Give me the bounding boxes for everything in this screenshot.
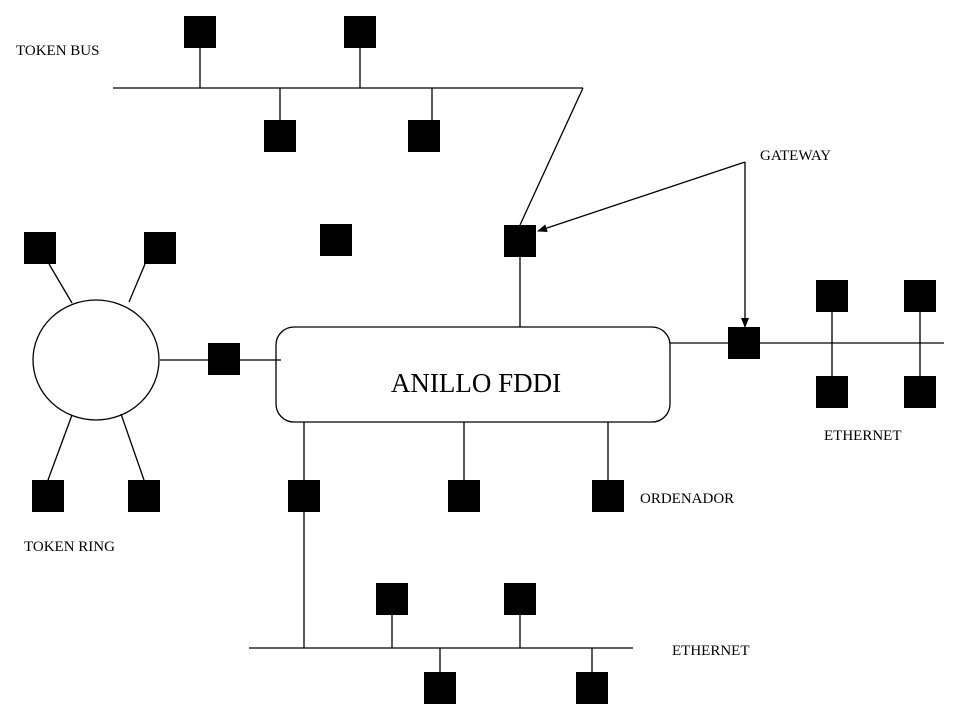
ethernet-right-node[interactable] — [904, 280, 936, 312]
token-ring-node[interactable] — [32, 480, 64, 512]
ethernet-right-node[interactable] — [904, 376, 936, 408]
ethernet-bottom-node[interactable] — [424, 672, 456, 704]
token-ring-label: TOKEN RING — [24, 539, 115, 555]
fddi-stations — [288, 422, 624, 512]
ethernet-right-label: ETHERNET — [824, 428, 901, 444]
ethernet-bottom-node[interactable] — [576, 672, 608, 704]
token-bus-node[interactable] — [344, 16, 376, 48]
token-ring-node[interactable] — [128, 480, 160, 512]
gateway-label: GATEWAY — [760, 148, 831, 164]
token-bus-label: TOKEN BUS — [16, 43, 99, 59]
ethernet-right-node[interactable] — [816, 376, 848, 408]
gateway-node-token-bus[interactable] — [504, 225, 536, 257]
token-bus-gateway-link — [519, 87, 584, 226]
ethernet-bottom-label: ETHERNET — [672, 643, 749, 659]
fddi-computer-node[interactable] — [592, 480, 624, 512]
token-bus-node[interactable] — [264, 120, 296, 152]
fddi-ring-label: ANILLO FDDI — [391, 368, 561, 398]
gateway-arrow — [537, 161, 746, 232]
token-ring-stub — [120, 413, 145, 481]
token-ring-stub — [128, 263, 146, 303]
fddi-computer-node[interactable] — [448, 480, 480, 512]
token-ring-stub — [48, 263, 73, 304]
token-ring-circle[interactable] — [32, 299, 160, 421]
ethernet-bottom-network — [249, 512, 633, 704]
token-ring-stub — [47, 414, 73, 481]
token-bus-node[interactable] — [408, 120, 440, 152]
ethernet-right-node[interactable] — [816, 280, 848, 312]
ethernet-bottom-node[interactable] — [504, 583, 536, 615]
token-ring-node[interactable] — [24, 232, 56, 264]
gateway-node-token-ring[interactable] — [208, 343, 240, 375]
standalone-node[interactable] — [320, 224, 352, 256]
ethernet-bottom-node[interactable] — [376, 583, 408, 615]
token-ring-node[interactable] — [144, 232, 176, 264]
token-bus-node[interactable] — [184, 16, 216, 48]
gateway-node-ethernet[interactable] — [728, 327, 760, 359]
token-bus-network — [113, 16, 584, 226]
gateway-node-ethernet-bottom[interactable] — [288, 480, 320, 512]
token-ring-network — [24, 232, 281, 512]
fddi-ring-box[interactable] — [275, 326, 671, 423]
ethernet-right-network — [670, 280, 944, 408]
computer-label: ORDENADOR — [640, 491, 734, 507]
